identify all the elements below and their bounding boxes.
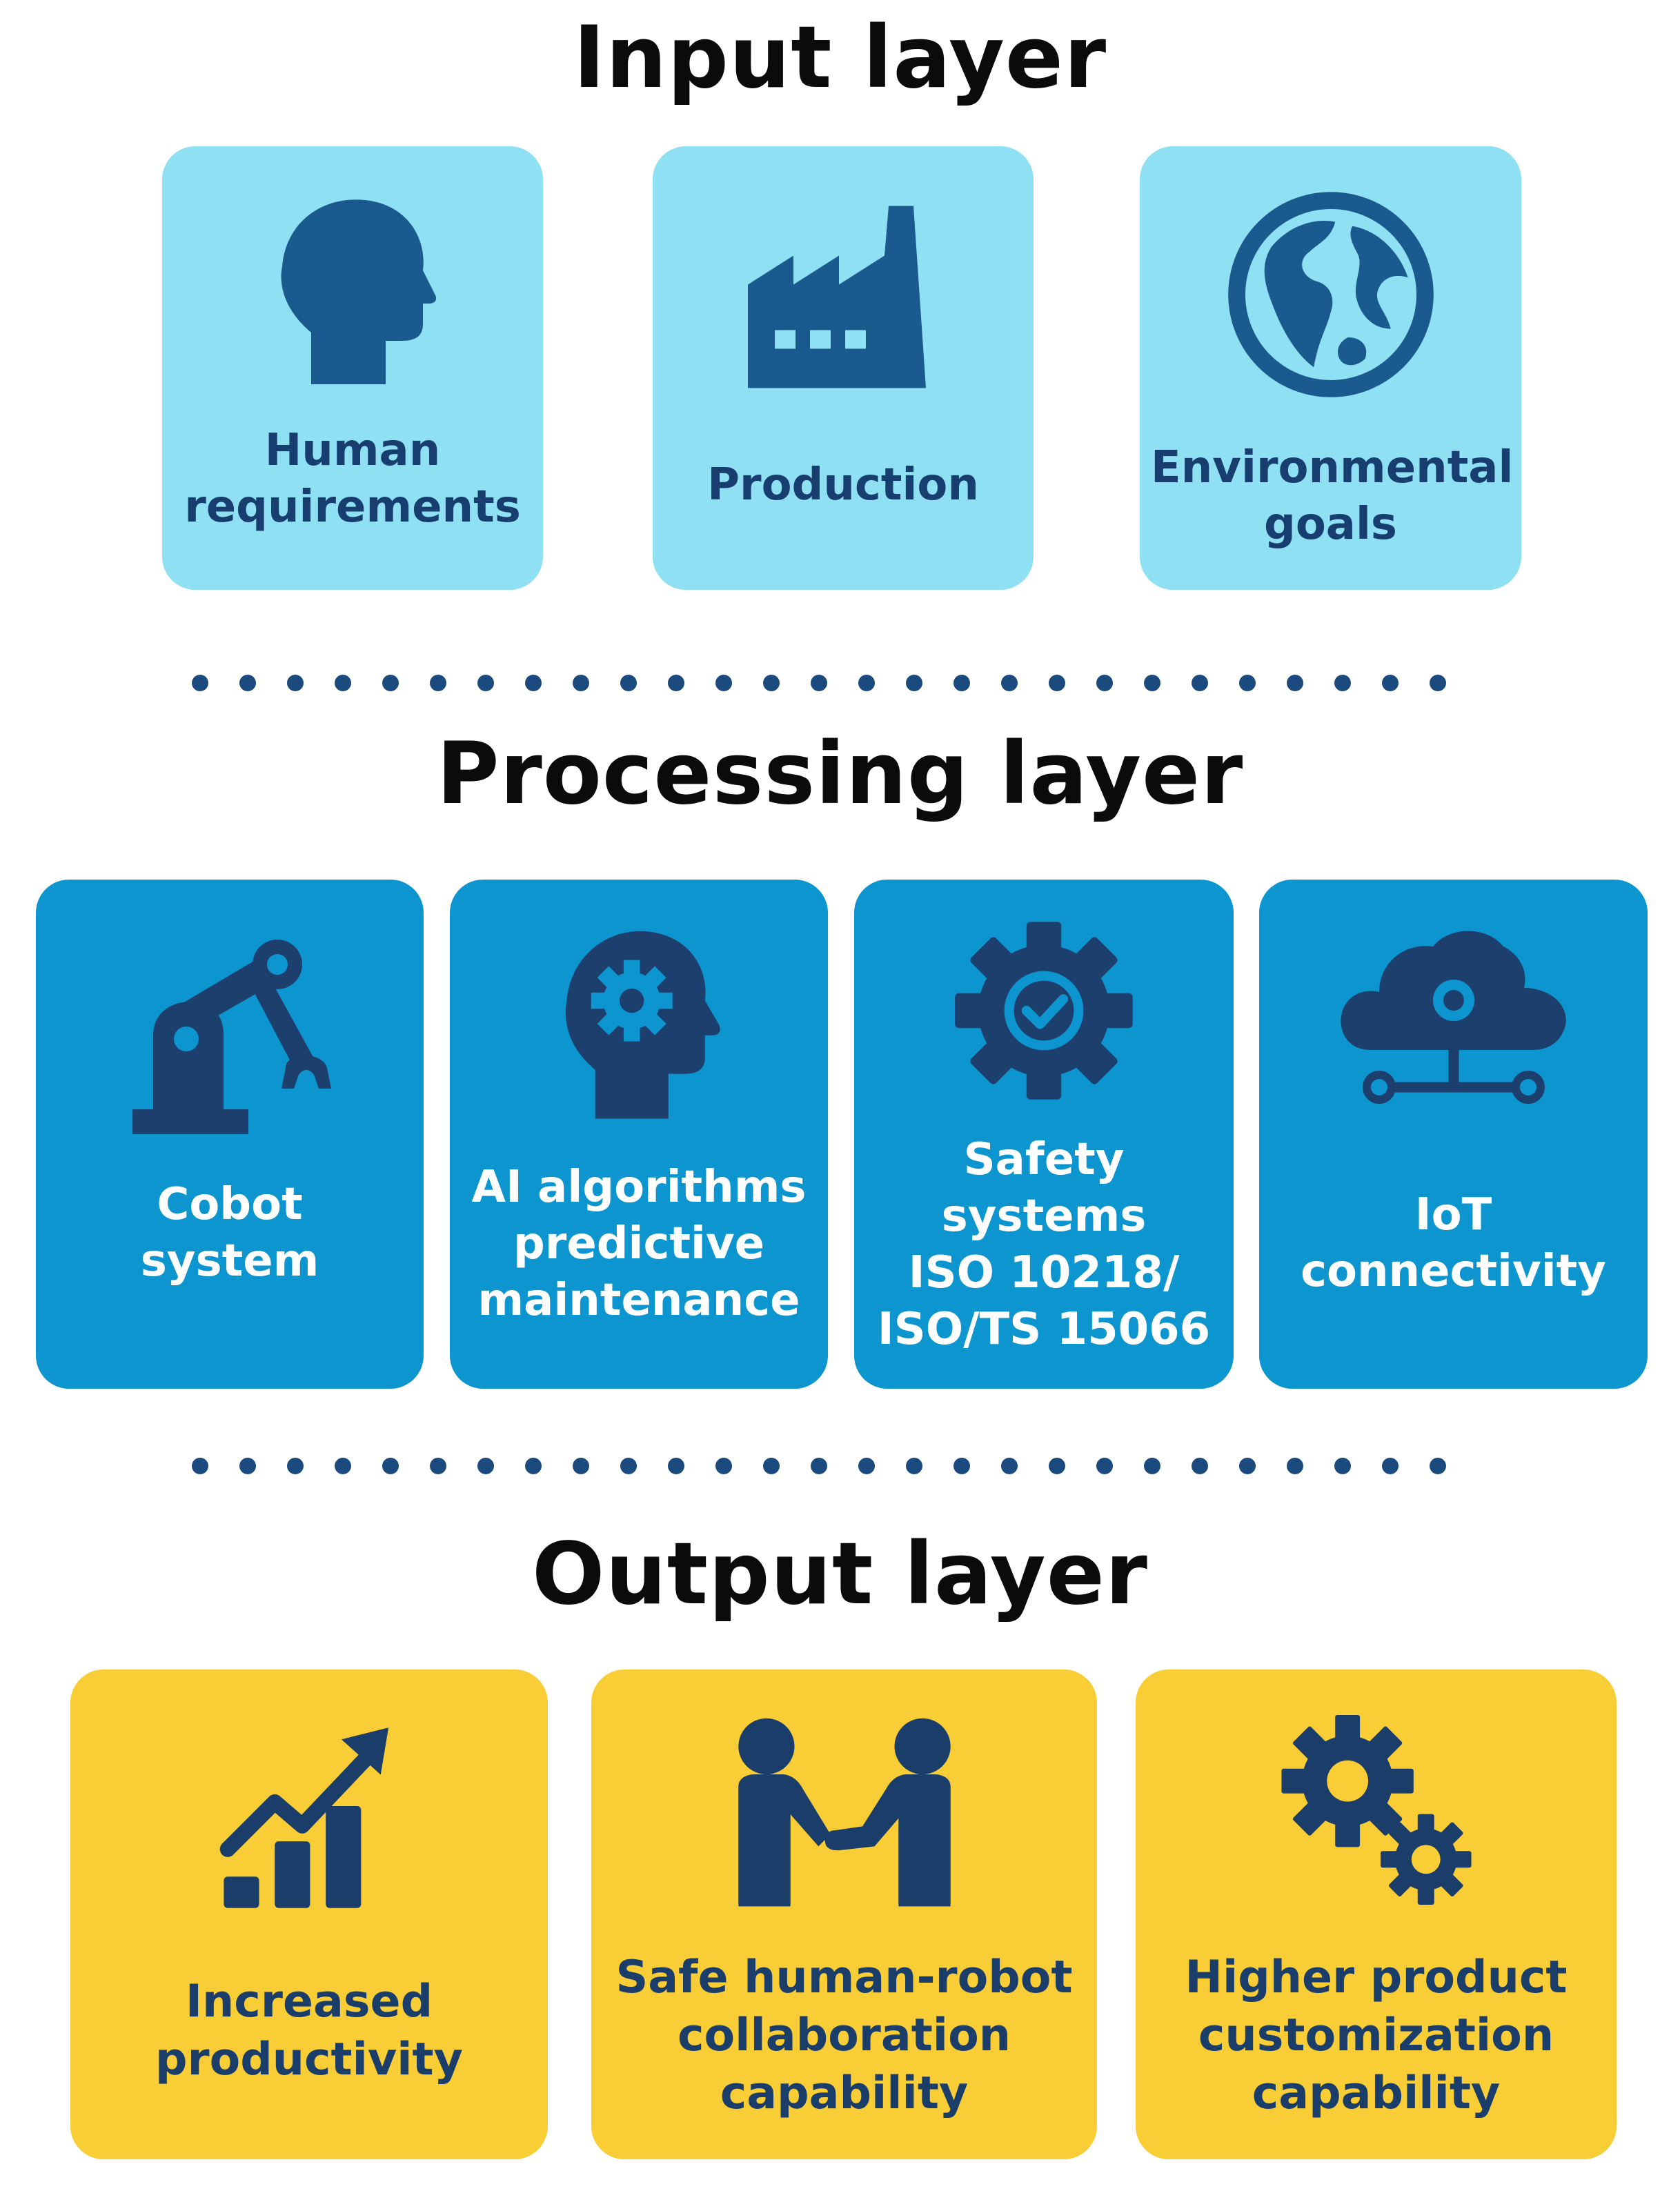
input-card-label: Human requirements — [184, 425, 521, 533]
human-head-icon — [162, 188, 543, 395]
output-card-increased-productivity: Increased productivity — [70, 1669, 548, 2159]
input-card-label: Production — [707, 459, 979, 511]
dotted-divider — [192, 1458, 1446, 1474]
output-layer-title: Output layer — [532, 1525, 1148, 1624]
processing-card-label: AI algorithms predictive maintenance — [471, 1162, 807, 1326]
processing-card-ai-algorithms: AI algorithms predictive maintenance — [450, 880, 828, 1389]
gear-check-icon — [854, 914, 1234, 1107]
factory-icon — [653, 201, 1034, 395]
gears-icon — [1136, 1711, 1617, 1911]
input-card-label: Environmental goals — [1151, 442, 1514, 550]
input-card-environmental-goals: Environmental goals — [1140, 146, 1521, 590]
processing-layer-title: Processing layer — [436, 724, 1244, 824]
processing-card-label: IoT connectivity — [1301, 1189, 1606, 1297]
output-card-product-customization: Higher product customization capability — [1136, 1669, 1617, 2159]
processing-card-label: Cobot system — [140, 1179, 319, 1287]
output-card-label: Higher product customization capability — [1185, 1952, 1568, 2119]
processing-card-cobot-system: Cobot system — [36, 880, 424, 1389]
output-card-label: Safe human-robot collaboration capabilit… — [615, 1952, 1073, 2119]
handshake-icon — [591, 1714, 1097, 1914]
output-card-safe-collaboration: Safe human-robot collaboration capabilit… — [591, 1669, 1097, 2159]
input-card-production: Production — [653, 146, 1034, 590]
cloud-network-icon — [1259, 918, 1648, 1124]
dotted-divider — [192, 675, 1446, 691]
input-card-human-requirements: Human requirements — [162, 146, 543, 590]
processing-card-iot-connectivity: IoT connectivity — [1259, 880, 1648, 1389]
output-card-label: Increased productivity — [155, 1976, 464, 2085]
robot-arm-icon — [36, 931, 424, 1138]
head-gear-icon — [450, 918, 828, 1124]
growth-chart-icon — [70, 1718, 548, 1918]
processing-card-safety-systems: Safety systems ISO 10218/ ISO/TS 15066 — [854, 880, 1234, 1389]
globe-icon — [1140, 188, 1521, 402]
processing-card-label: Safety systems ISO 10218/ ISO/TS 15066 — [877, 1134, 1211, 1355]
input-layer-title: Input layer — [573, 8, 1107, 108]
